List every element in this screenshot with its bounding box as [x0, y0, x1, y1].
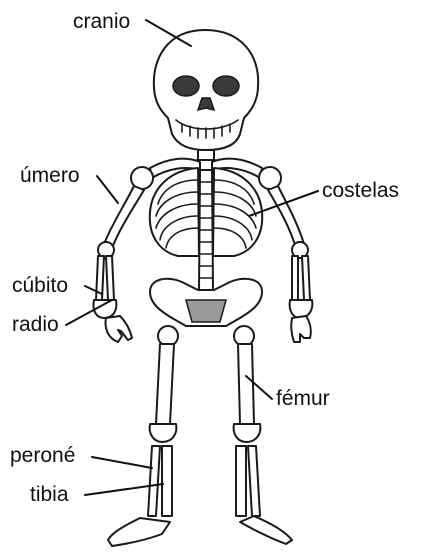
spine: [197, 150, 215, 290]
label-tibia: tibia: [30, 483, 163, 506]
label-umero: úmero: [20, 164, 118, 203]
label-femur: fémur: [246, 376, 330, 410]
label-radio-text: radio: [12, 313, 59, 336]
right-leg: [234, 344, 292, 544]
label-perone: peroné: [10, 444, 152, 468]
label-cubito-text: cúbito: [12, 274, 68, 297]
label-costelas-text: costelas: [322, 179, 399, 202]
label-tibia-text: tibia: [30, 483, 69, 506]
label-umero-text: úmero: [20, 164, 80, 187]
leader-perone: [92, 457, 152, 468]
label-cranio-text: cranio: [73, 10, 130, 33]
label-cubito: cúbito: [12, 274, 102, 297]
label-femur-text: fémur: [276, 387, 330, 410]
left-arm: [93, 186, 144, 342]
left-leg: [108, 344, 176, 546]
leader-umero: [97, 176, 118, 203]
skull: [154, 30, 258, 150]
right-arm: [268, 186, 312, 342]
label-perone-text: peroné: [10, 444, 75, 467]
